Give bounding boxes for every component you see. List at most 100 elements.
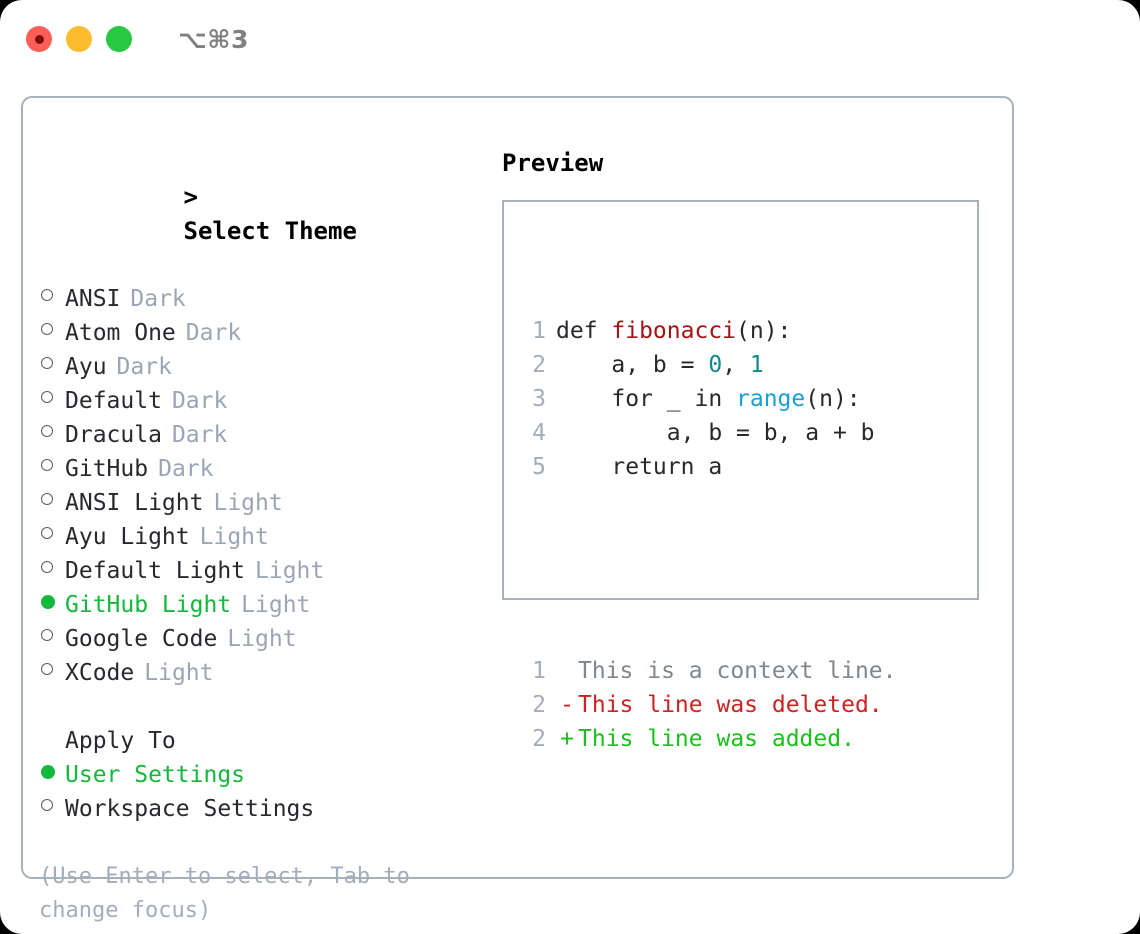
theme-option-tag: Dark bbox=[158, 456, 214, 482]
theme-option-atom-one[interactable]: Atom One Dark bbox=[39, 316, 479, 350]
theme-option-xcode[interactable]: XCode Light bbox=[39, 656, 479, 690]
code-token: def bbox=[556, 318, 612, 344]
apply-to-option-label: User Settings bbox=[65, 762, 246, 788]
diff-marker: - bbox=[560, 692, 574, 718]
code-token: range bbox=[736, 386, 806, 412]
code-token: fibonacci bbox=[611, 318, 737, 344]
theme-option-ansi[interactable]: ANSI Dark bbox=[39, 282, 479, 316]
code-token: 1 bbox=[749, 352, 764, 378]
code-token: a, b = b, a + b bbox=[556, 420, 875, 446]
code-line: 2 a, b = 0, 1 bbox=[516, 348, 897, 382]
theme-option-tag: Dark bbox=[130, 286, 186, 312]
code-line: 4 a, b = b, a + b bbox=[516, 416, 897, 450]
apply-to-heading: Apply To bbox=[65, 728, 176, 754]
theme-option-tag: Light bbox=[199, 524, 269, 550]
radio-ring bbox=[41, 561, 53, 573]
theme-option-label: GitHub bbox=[65, 456, 149, 482]
line-number: 2 bbox=[532, 692, 546, 718]
code-token: (n): bbox=[736, 318, 792, 344]
theme-option-default[interactable]: Default Dark bbox=[39, 384, 479, 418]
radio-fill bbox=[41, 765, 55, 779]
radio-ring bbox=[41, 459, 53, 471]
theme-option-ayu-light[interactable]: Ayu Light Light bbox=[39, 520, 479, 554]
theme-option-tag: Light bbox=[241, 592, 311, 618]
theme-option-tag: Light bbox=[255, 558, 325, 584]
diff-marker: + bbox=[560, 726, 574, 752]
theme-option-label: Ayu Light bbox=[65, 524, 190, 550]
radio-ring bbox=[41, 425, 53, 437]
radio-ring bbox=[41, 527, 53, 539]
window-controls bbox=[26, 26, 132, 52]
theme-option-tag: Light bbox=[227, 626, 297, 652]
line-number: 1 bbox=[532, 318, 546, 344]
theme-option-tag: Dark bbox=[185, 320, 242, 346]
line-number: 1 bbox=[532, 658, 546, 684]
radio-ring bbox=[41, 629, 53, 641]
theme-option-tag: Dark bbox=[171, 422, 228, 448]
diff-line: 2-This line was deleted. bbox=[516, 688, 897, 722]
apply-to-option-workspace-settings[interactable]: Workspace Settings bbox=[39, 792, 479, 826]
select-theme-title: Select Theme bbox=[183, 217, 357, 245]
theme-option-label: Default bbox=[65, 388, 162, 414]
minimize-button-icon[interactable] bbox=[66, 26, 92, 52]
keyboard-shortcut-label: ⌥⌘3 bbox=[178, 24, 249, 54]
line-number: 5 bbox=[532, 454, 546, 480]
code-line: 3 for _ in range(n): bbox=[516, 382, 897, 416]
radio-fill bbox=[41, 595, 55, 609]
theme-option-google-code[interactable]: Google Code Light bbox=[39, 622, 479, 656]
code-token: 0 bbox=[708, 352, 723, 378]
theme-option-label: Google Code bbox=[65, 626, 218, 652]
theme-option-label: ANSI bbox=[65, 286, 121, 312]
theme-option-tag: Light bbox=[144, 660, 214, 686]
select-theme-heading: > Select Theme bbox=[39, 146, 479, 282]
theme-option-label: ANSI Light bbox=[65, 490, 204, 516]
code-token: , bbox=[722, 352, 750, 378]
window-titlebar: ⌥⌘3 bbox=[0, 0, 1140, 78]
diff-text: This line was deleted. bbox=[578, 692, 883, 718]
radio-ring bbox=[41, 289, 53, 301]
diff-text: This line was added. bbox=[578, 726, 855, 752]
radio-ring bbox=[41, 493, 53, 505]
radio-ring bbox=[41, 799, 53, 811]
maximize-button-icon[interactable] bbox=[106, 26, 132, 52]
list-spacer bbox=[39, 690, 479, 724]
apply-to-option-user-settings[interactable]: User Settings bbox=[39, 758, 479, 792]
keyboard-hint-text: (Use Enter to select, Tab to change focu… bbox=[39, 864, 424, 923]
theme-option-label: Atom One bbox=[65, 320, 176, 346]
code-line: 5 return a bbox=[516, 450, 897, 484]
theme-option-tag: Light bbox=[213, 490, 283, 516]
theme-option-tag: Dark bbox=[171, 388, 228, 414]
code-blank-line bbox=[516, 552, 897, 586]
preview-heading: Preview bbox=[502, 149, 604, 177]
theme-option-label: Default Light bbox=[65, 558, 246, 584]
theme-option-github[interactable]: GitHub Dark bbox=[39, 452, 479, 486]
close-inner-dot bbox=[34, 34, 44, 44]
code-token: (n): bbox=[805, 386, 861, 412]
theme-option-label: XCode bbox=[65, 660, 135, 686]
theme-option-label: Ayu bbox=[65, 354, 107, 380]
line-number: 2 bbox=[532, 352, 546, 378]
radio-ring bbox=[41, 323, 53, 335]
code-token: for _ in bbox=[556, 386, 737, 412]
line-number: 3 bbox=[532, 386, 546, 412]
diff-line: 2+This line was added. bbox=[516, 722, 897, 756]
close-button-icon[interactable] bbox=[26, 26, 52, 52]
code-token: a, b = bbox=[556, 352, 709, 378]
radio-ring bbox=[41, 357, 53, 369]
theme-option-ansi-light[interactable]: ANSI Light Light bbox=[39, 486, 479, 520]
theme-option-default-light[interactable]: Default Light Light bbox=[39, 554, 479, 588]
prompt-caret: > bbox=[183, 183, 198, 211]
